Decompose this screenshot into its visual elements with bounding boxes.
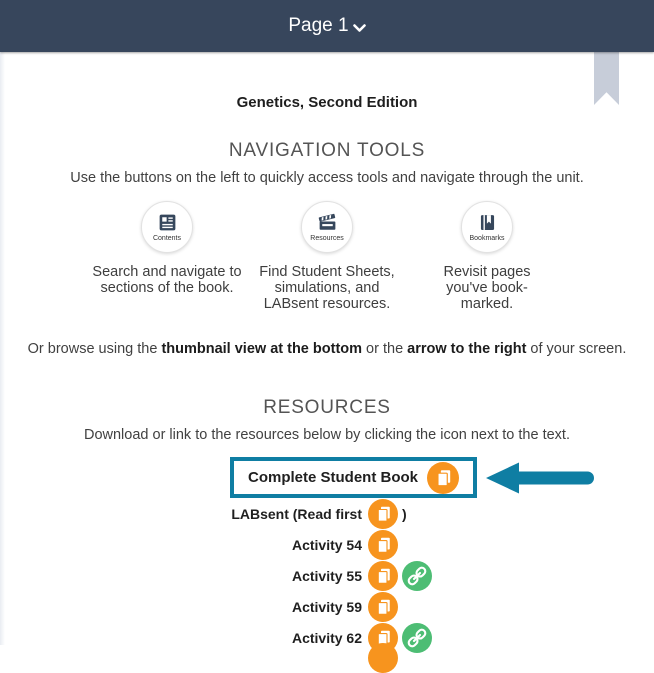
bookmarks-description: Revisit pages you've book-marked. [443,264,531,312]
resource-label: Activity 59 [291,598,362,615]
bookmarks-icon [477,212,498,233]
resources-heading: RESOURCES [263,397,391,418]
resource-row-activity-54: Activity 54 [0,529,654,560]
resources-button[interactable]: Resources [301,201,353,253]
contents-description: Search and navigate to sections of the b… [92,264,242,296]
page-title: Page 1 [288,15,349,36]
document-download-icon[interactable] [368,560,398,591]
book-title: Genetics, Second Edition [236,94,418,111]
annotation-arrow-left [486,461,600,495]
document-download-icon[interactable] [368,643,398,673]
document-download-icon[interactable] [368,591,398,622]
browse-prefix: Or browse using the [27,341,162,357]
contents-label: Contents [152,235,182,242]
resource-label-suffix: ) [402,505,407,522]
bookmarks-button[interactable]: Bookmarks [461,201,513,253]
resource-label: Activity 54 [291,536,362,553]
page-selector-dropdown[interactable]: Page 1 [288,15,366,37]
navigation-tools-subtitle: Use the buttons on the left to quickly a… [70,170,584,186]
resources-subtitle: Download or link to the resources below … [83,427,570,443]
resource-label: Complete Student Book [247,469,418,486]
contents-button[interactable]: Contents [141,201,193,253]
resource-label: Activity 62 [291,629,362,646]
resources-list: Complete Student Book LABsent (Read firs… [0,457,654,653]
bookmarks-label: Bookmarks [469,235,505,242]
tool-descriptions-row: Search and navigate to sections of the b… [0,264,654,312]
resource-label: Activity 55 [291,567,362,584]
browse-bold-thumbnail: thumbnail view at the bottom [161,341,363,357]
header-bar: Page 1 [0,0,654,52]
contents-icon [157,212,178,233]
resource-row-activity-55: Activity 55 [0,560,654,591]
navigation-tools-heading: NAVIGATION TOOLS [228,140,426,161]
page-edge-shadow [0,52,5,645]
resource-row-activity-59: Activity 59 [0,591,654,622]
resources-label: Resources [310,235,344,242]
browse-bold-arrow: arrow to the right [407,341,527,357]
browse-instructions: Or browse using the thumbnail view at th… [0,341,654,357]
resources-description: Find Student Sheets, simulations, and LA… [259,264,395,312]
document-download-icon[interactable] [368,498,398,529]
resource-row-labsent: LABsent (Read first ) [0,498,654,529]
highlight-box: Complete Student Book [230,457,477,498]
browse-middle: or the [362,341,408,357]
resource-row-activity-62: Activity 62 [0,622,654,653]
resources-icon [317,212,338,233]
resource-label: LABsent (Read first [231,505,362,522]
document-download-icon[interactable] [368,529,398,560]
external-link-icon[interactable] [402,622,432,653]
tools-row: Contents Resources [0,201,654,253]
browse-suffix: of your screen. [526,341,627,357]
resource-row-complete-student-book: Complete Student Book [0,457,654,498]
document-download-icon[interactable] [427,461,459,494]
external-link-icon[interactable] [402,560,432,591]
chevron-down-icon [352,24,366,33]
